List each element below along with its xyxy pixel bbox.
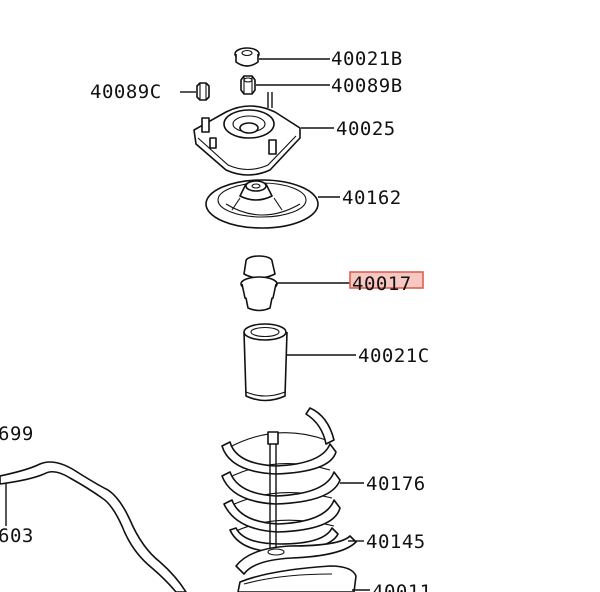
highlight-40017 [349,271,424,289]
part-40021B-cap[interactable] [234,47,260,67]
label-40089C[interactable]: 40089C [90,81,162,103]
part-40017-bump-stop[interactable] [240,255,278,312]
part-40176-coil-spring[interactable] [221,407,341,553]
label-40176[interactable]: 40176 [366,473,426,495]
part-40145-spring-pad[interactable] [235,535,357,575]
part-40162-spring-seat[interactable] [205,179,319,229]
label-603[interactable]: 603 [0,525,34,547]
label-40021B[interactable]: 40021B [331,48,403,70]
label-40021C[interactable]: 40021C [358,345,430,367]
part-40011-strut-body[interactable] [237,565,357,592]
label-40145[interactable]: 40145 [366,531,426,553]
label-40017[interactable]: 40017 [352,273,412,295]
label-40162[interactable]: 40162 [342,187,402,209]
part-40089B-nut[interactable] [240,75,256,95]
part-40089C-nut[interactable] [196,82,210,101]
label-40089B[interactable]: 40089B [331,75,403,97]
label-40011[interactable]: 40011 [372,581,432,592]
label-699[interactable]: 699 [0,423,34,445]
label-40025[interactable]: 40025 [336,118,396,140]
part-40021C-dust-boot[interactable] [243,323,288,402]
part-40025-strut-mount[interactable] [193,105,301,176]
stud-bolt [267,92,273,108]
stabilizer-bar[interactable] [0,461,187,592]
